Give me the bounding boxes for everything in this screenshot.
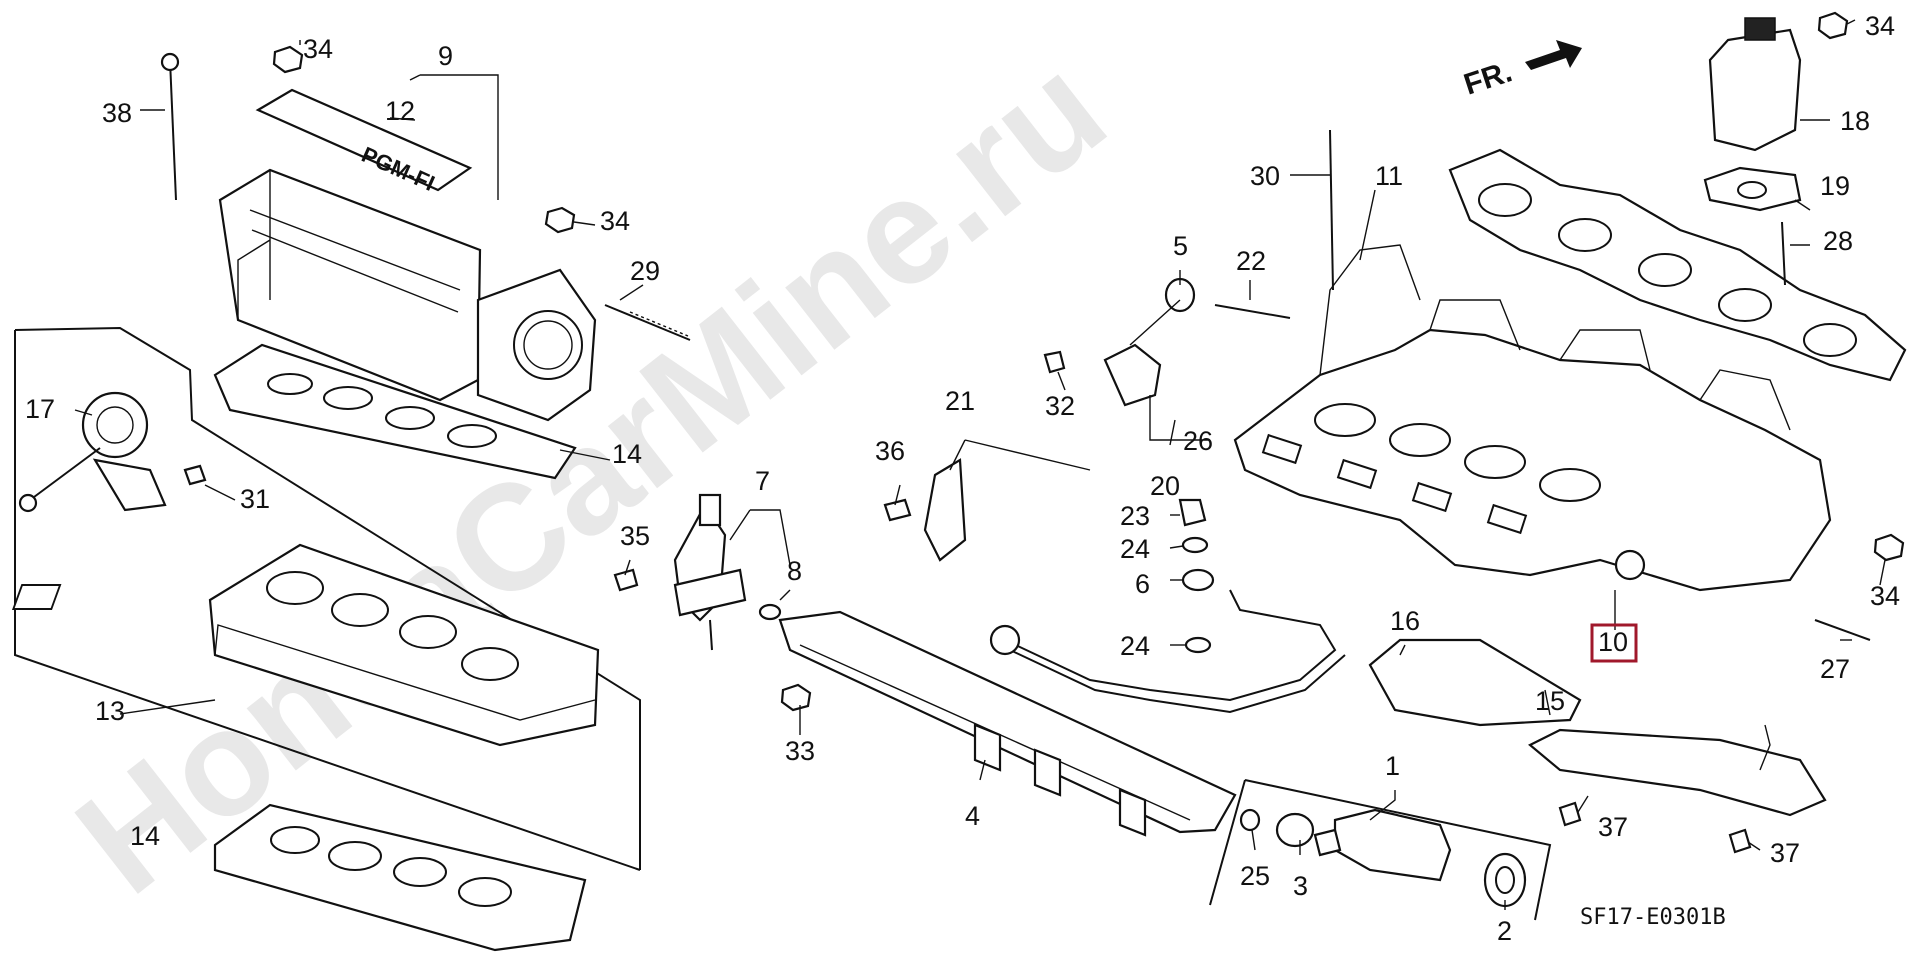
diagram-reference-code: SF17-E0301B	[1580, 905, 1726, 930]
callout-1: 1	[1385, 751, 1400, 781]
callout-23: 23	[1120, 501, 1150, 531]
callout-37-left: 37	[1598, 812, 1628, 842]
callout-34-top-left: 34	[303, 34, 333, 64]
callout-24-upper: 24	[1120, 534, 1150, 564]
intake-plenum-drawing: PGM-FI	[160, 45, 691, 480]
callout-35: 35	[620, 521, 650, 551]
callout-20: 20	[1150, 471, 1180, 501]
callout-26: 26	[1183, 426, 1213, 456]
callout-14-lower: 14	[130, 821, 160, 851]
watermark-text: HondaCarMine.ru	[46, 23, 1135, 925]
callout-13: 13	[95, 696, 125, 726]
fuel-rail-drawing	[613, 458, 1552, 921]
callout-25: 25	[1240, 861, 1270, 891]
callout-8: 8	[787, 556, 802, 586]
callout-12: 12	[385, 96, 415, 126]
callout-29: 29	[630, 256, 660, 286]
leader-lines	[74, 19, 1886, 910]
callout-16: 16	[1390, 606, 1420, 636]
direction-label: FR.	[1460, 55, 1516, 101]
callout-3: 3	[1293, 871, 1308, 901]
callout-37-right: 37	[1770, 838, 1800, 868]
callout-10: 10	[1598, 627, 1628, 657]
callout-34-right: 34	[1870, 581, 1900, 611]
callout-2: 2	[1497, 916, 1512, 946]
callout-24-lower: 24	[1120, 631, 1150, 661]
callout-19: 19	[1820, 171, 1850, 201]
intake-spacer-drawing	[11, 326, 641, 952]
callout-36: 36	[875, 436, 905, 466]
arrow-icon	[1525, 40, 1582, 70]
front-direction-arrow: FR.	[1460, 40, 1582, 102]
intake-manifold-drawing	[1043, 11, 1907, 854]
callout-32: 32	[1045, 391, 1075, 421]
callout-30: 30	[1250, 161, 1280, 191]
callout-34-plenum: 34	[600, 206, 630, 236]
callout-14-upper: 14	[612, 439, 642, 469]
callout-34-top-right: 34	[1865, 11, 1895, 41]
flange-nut-icon	[272, 45, 304, 74]
callout-5: 5	[1173, 231, 1188, 261]
callout-18: 18	[1840, 106, 1870, 136]
callout-31: 31	[240, 484, 270, 514]
callout-27: 27	[1820, 654, 1850, 684]
callout-4: 4	[965, 801, 980, 831]
selected-part-highlight	[1590, 623, 1638, 663]
callout-33: 33	[785, 736, 815, 766]
callout-38: 38	[102, 98, 132, 128]
callout-21: 21	[945, 386, 975, 416]
flange-nut-icon	[544, 206, 576, 234]
callout-11: 11	[1375, 161, 1403, 191]
callout-6: 6	[1135, 569, 1150, 599]
callout-17: 17	[25, 394, 55, 424]
callout-28: 28	[1823, 226, 1853, 256]
callout-15: 15	[1535, 686, 1565, 716]
callout-9: 9	[438, 41, 453, 71]
callout-7: 7	[755, 466, 770, 496]
callout-labels: 38 34 9 12 34 29 14 17 31 13 14 35 7 8 3…	[25, 11, 1900, 946]
callout-22: 22	[1236, 246, 1266, 276]
